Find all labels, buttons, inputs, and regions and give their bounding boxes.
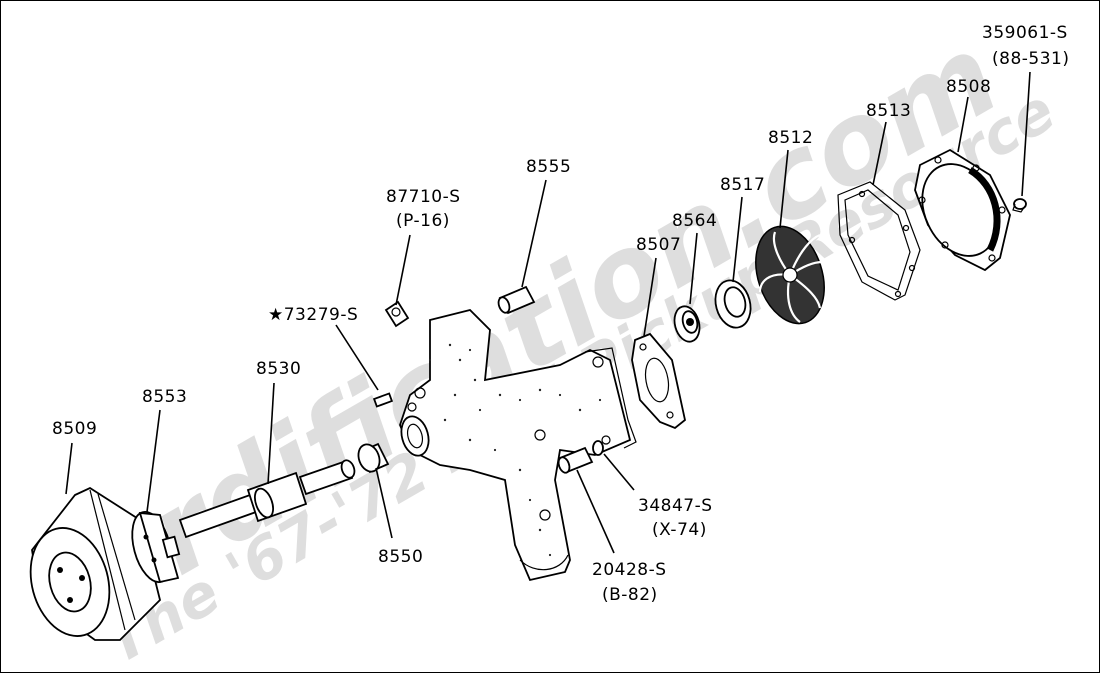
label-8553: 8553 xyxy=(142,387,187,407)
seal-8564 xyxy=(673,305,701,343)
label-20428-sub: (B-82) xyxy=(602,585,658,605)
label-8513: 8513 xyxy=(866,101,911,121)
bolt-20428 xyxy=(557,446,594,474)
gasket-8507 xyxy=(631,332,686,430)
fitting-87710 xyxy=(384,300,410,328)
label-87710: 87710-S xyxy=(386,187,461,207)
label-8509: 8509 xyxy=(52,419,97,439)
label-8517: 8517 xyxy=(720,175,765,195)
impeller-8512 xyxy=(755,225,825,325)
label-8555: 8555 xyxy=(526,157,571,177)
leader-lines xyxy=(65,71,1031,554)
washer-34847 xyxy=(592,440,604,456)
seal-8550 xyxy=(357,442,390,474)
label-73279: ★73279-S xyxy=(268,305,358,325)
label-34847-sub: (X-74) xyxy=(652,520,707,540)
label-20428: 20428-S xyxy=(592,560,667,580)
label-8512: 8512 xyxy=(768,128,813,148)
pulley-8509 xyxy=(29,486,161,641)
pin-73279 xyxy=(372,392,394,408)
label-34847: 34847-S xyxy=(638,496,713,516)
label-8508: 8508 xyxy=(946,77,991,97)
plug-8555 xyxy=(497,285,536,315)
label-87710-sub: (P-16) xyxy=(396,211,450,231)
label-359061-sub: (88-531) xyxy=(992,49,1069,69)
label-8507: 8507 xyxy=(636,235,681,255)
cover-plate-8508 xyxy=(914,148,1011,272)
label-359061: 359061-S xyxy=(982,23,1068,43)
gasket-8513 xyxy=(837,181,921,301)
part-labels: 359061-S (88-531) 8508 8513 8512 8517 85… xyxy=(52,23,1069,605)
label-8550: 8550 xyxy=(378,547,423,567)
label-8564: 8564 xyxy=(672,211,717,231)
label-8530: 8530 xyxy=(256,359,301,379)
shaft-bearing-8530 xyxy=(178,459,356,539)
screw-359061 xyxy=(1012,198,1027,213)
seal-8517 xyxy=(714,279,752,329)
pump-body xyxy=(399,309,637,582)
hub-8553 xyxy=(131,511,181,584)
